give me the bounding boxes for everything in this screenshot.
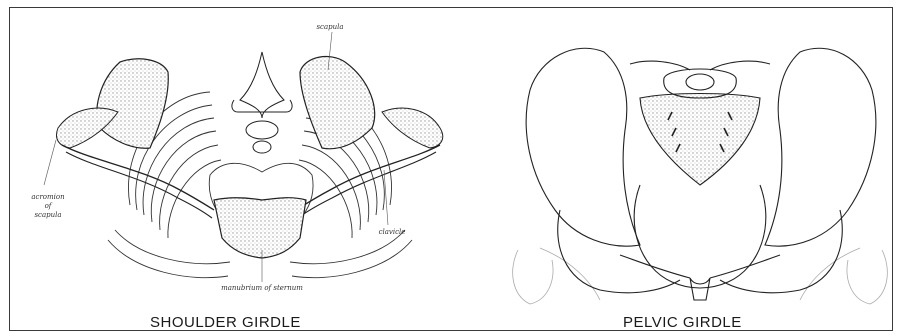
femurs [513,248,888,304]
acromion-leader [44,140,56,185]
right-ilium [765,48,876,246]
pelvic-girdle-caption: PELVIC GIRDLE [623,314,742,331]
right-acromion [382,108,443,148]
shoulder-girdle-drawing [44,32,443,282]
right-transverse-process [710,61,770,70]
left-pubis [620,255,690,278]
left-ilium [526,48,640,246]
pelvic-girdle-drawing [513,48,888,304]
manubrium [214,198,306,258]
label-manubrium: manubrium of sternum [221,284,303,292]
shoulder-girdle-caption: SHOULDER GIRDLE [150,314,301,331]
right-pubis [710,255,780,278]
label-acromion-2: of [45,202,53,210]
sacrum [640,94,760,186]
right-ischium [720,210,842,293]
label-scapula: scapula [316,23,343,31]
label-clavicle: clavicle [379,228,406,236]
vertebral-body [686,74,714,90]
left-clavicle [62,145,214,210]
label-acromion-1: acromion [31,193,65,201]
right-scapula [300,57,375,149]
left-ischium [558,210,680,293]
pelvic-inlet [634,185,766,288]
vertebra [232,52,292,153]
left-clavicle-lower [66,152,212,218]
pubic-symphysis [690,278,710,300]
left-transverse-process [630,61,690,70]
label-acromion-3: scapula [34,211,61,219]
